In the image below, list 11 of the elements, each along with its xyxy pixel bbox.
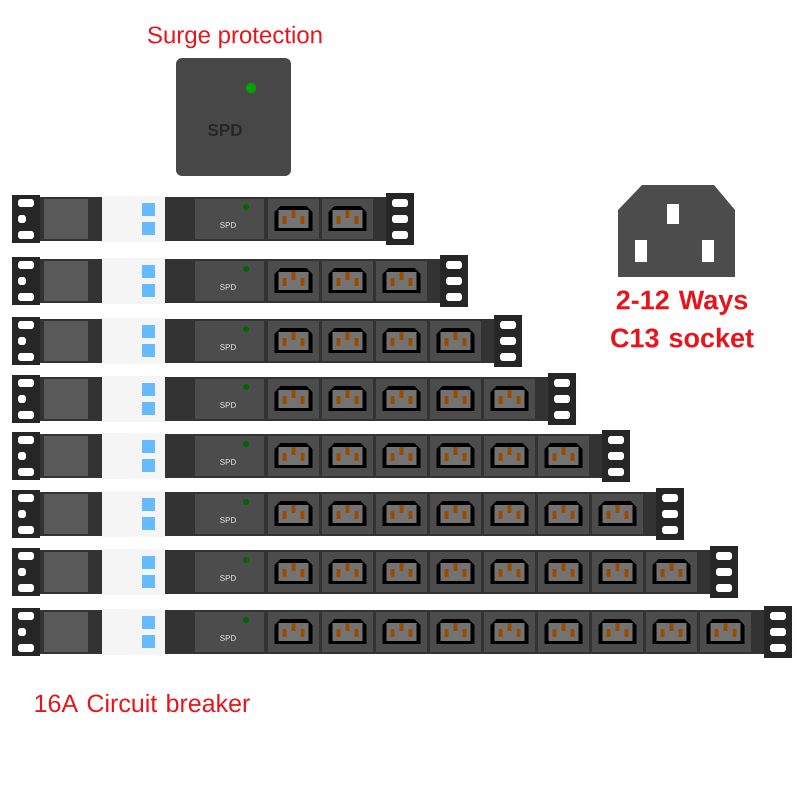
spd-label: SPD [220, 635, 236, 641]
caption-text: 16A Circuit breaker [36, 694, 250, 712]
spd-label: SPD [220, 517, 236, 523]
spd-label: SPD [220, 344, 236, 350]
spd-label: SPD [220, 402, 236, 408]
caption-text: Surge protection [148, 26, 322, 48]
caption-text: 2-12 Ways C13 socket [611, 290, 754, 348]
spd-label: SPD [220, 459, 236, 465]
spd-label: SPD [220, 575, 236, 581]
spd-label: SPD [220, 222, 236, 228]
spd-label: SPD [220, 284, 236, 290]
